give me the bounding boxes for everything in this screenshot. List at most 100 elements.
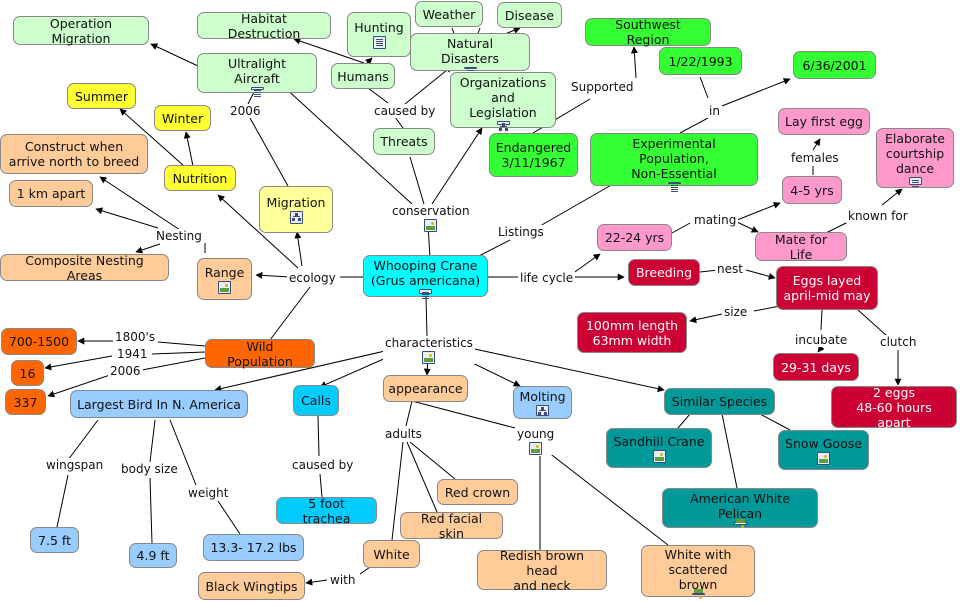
- egg-size-node[interactable]: 100mm length 63mm width: [577, 312, 687, 353]
- threats-node[interactable]: Threats: [373, 128, 435, 155]
- concept-map-icon[interactable]: [289, 211, 303, 224]
- experimental-population-text: Experimental Population, Non-Essential: [631, 135, 717, 181]
- molting-node[interactable]: Molting: [513, 386, 572, 419]
- nutrition-text: Nutrition: [172, 170, 228, 186]
- eggs-layed-node[interactable]: Eggs layed april-mid may: [776, 266, 878, 310]
- link-label-2006: 2006: [108, 364, 143, 378]
- incubate-days-text: 29-31 days: [781, 359, 851, 375]
- document-icon[interactable]: [908, 177, 922, 185]
- population-700-node[interactable]: 700-1500: [1, 328, 77, 355]
- southwest-region-text: Southwest Region: [615, 17, 681, 47]
- date-2001-text: 6/36/2001: [802, 57, 867, 73]
- concept-map-icon[interactable]: [496, 121, 510, 127]
- ultralight-aircraft-text: Ultralight Aircraft: [227, 56, 287, 86]
- weather-node[interactable]: Weather: [415, 1, 483, 27]
- threats-text: Threats: [380, 134, 428, 149]
- image-icon[interactable]: [733, 519, 747, 528]
- population-700-text: 700-1500: [8, 334, 70, 349]
- trachea-text: 5 foot trachea: [302, 495, 351, 526]
- summer-node[interactable]: Summer: [67, 83, 136, 109]
- document-icon[interactable]: [372, 36, 386, 49]
- concept-map-icon[interactable]: [536, 405, 549, 416]
- similar-species-node[interactable]: Similar Species: [664, 388, 775, 415]
- operation-migration-node[interactable]: Operation Migration: [13, 16, 149, 46]
- document-icon[interactable]: [463, 66, 477, 71]
- nutrition-node[interactable]: Nutrition: [164, 165, 236, 191]
- courtship-dance-text: Elaborate courtship dance: [884, 131, 945, 176]
- disease-text: Disease: [504, 7, 555, 23]
- wild-population-node[interactable]: Wild Population: [205, 339, 315, 369]
- image-icon[interactable]: [422, 351, 436, 364]
- sandhill-crane-node[interactable]: Sandhill Crane: [606, 428, 712, 468]
- largest-bird-node[interactable]: Largest Bird In N. America: [70, 390, 248, 418]
- link-label-with: with: [328, 573, 358, 587]
- image-icon[interactable]: [218, 280, 231, 294]
- habitat-destruction-node[interactable]: Habitat Destruction: [197, 11, 331, 41]
- image-icon[interactable]: [691, 589, 705, 599]
- age-22-24-text: 22-24 yrs: [604, 230, 665, 245]
- breeding-node[interactable]: Breeding: [628, 259, 700, 286]
- link-label-females: females: [789, 151, 841, 165]
- population-16-node[interactable]: 16: [11, 360, 44, 386]
- image-icon[interactable]: [652, 449, 666, 463]
- calls-node[interactable]: Calls: [293, 385, 339, 416]
- disease-node[interactable]: Disease: [497, 2, 562, 28]
- image-icon[interactable]: [529, 442, 543, 455]
- age-4-5-node[interactable]: 4-5 yrs: [782, 176, 842, 204]
- experimental-population-node[interactable]: Experimental Population, Non-Essential: [590, 133, 758, 186]
- redish-brown-node[interactable]: Redish brown head and neck: [477, 548, 607, 593]
- incubate-days-node[interactable]: 29-31 days: [773, 353, 859, 381]
- courtship-dance-node[interactable]: Elaborate courtship dance: [876, 128, 954, 188]
- date-2001-node[interactable]: 6/36/2001: [793, 51, 876, 79]
- clutch-eggs-node[interactable]: 2 eggs 48-60 hours apart: [831, 385, 957, 430]
- southwest-region-node[interactable]: Southwest Region: [585, 17, 711, 47]
- document-icon[interactable]: [250, 87, 264, 91]
- body-size-value-node[interactable]: 4.9 ft: [129, 543, 177, 568]
- link-label-mating: mating: [692, 213, 739, 227]
- endangered-node[interactable]: Endangered 3/11/1967: [489, 133, 578, 177]
- link-label-caused-by-bottom: caused by: [290, 458, 356, 472]
- black-wingtips-node[interactable]: Black Wingtips: [198, 572, 305, 600]
- document-icon[interactable]: [419, 289, 432, 294]
- mate-for-life-node[interactable]: Mate for Life: [755, 232, 847, 262]
- molting-text: Molting: [519, 389, 566, 404]
- red-facial-skin-node[interactable]: Red facial skin: [400, 511, 503, 541]
- link-label-body-size: body size: [119, 462, 180, 476]
- link-label-size: size: [722, 305, 750, 319]
- link-label-incubate: incubate: [793, 333, 850, 347]
- migration-node[interactable]: Migration: [259, 186, 333, 233]
- natural-disasters-node[interactable]: Natural Disasters: [410, 33, 530, 71]
- ultralight-aircraft-node[interactable]: Ultralight Aircraft: [197, 53, 317, 93]
- km-apart-node[interactable]: 1 km apart: [9, 180, 93, 207]
- construct-nest-node[interactable]: Construct when arrive north to breed: [0, 134, 148, 174]
- date-1993-text: 1/22/1993: [668, 53, 733, 69]
- range-node[interactable]: Range: [197, 258, 252, 300]
- red-crown-node[interactable]: Red crown: [437, 479, 518, 505]
- whooping-crane-central-node[interactable]: Whooping Crane (Grus americana): [363, 255, 488, 297]
- similar-species-text: Similar Species: [671, 394, 768, 409]
- link-label-1800s: 1800's: [113, 330, 158, 344]
- image-icon[interactable]: [817, 451, 830, 465]
- trachea-node[interactable]: 5 foot trachea: [276, 495, 377, 526]
- snow-goose-node[interactable]: Snow Goose: [778, 430, 869, 470]
- document-icon[interactable]: [667, 181, 681, 186]
- white-node[interactable]: White: [363, 540, 420, 568]
- link-label-wingspan: wingspan: [44, 458, 106, 472]
- lay-first-egg-node[interactable]: Lay first egg: [778, 108, 870, 135]
- calls-text: Calls: [301, 393, 331, 408]
- age-22-24-node[interactable]: 22-24 yrs: [597, 224, 672, 251]
- wingspan-value-node[interactable]: 7.5 ft: [30, 527, 79, 553]
- winter-node[interactable]: Winter: [154, 105, 211, 131]
- population-337-node[interactable]: 337: [5, 389, 46, 415]
- date-1993-node[interactable]: 1/22/1993: [659, 47, 742, 75]
- appearance-node[interactable]: appearance: [383, 375, 468, 402]
- image-icon[interactable]: [424, 219, 438, 232]
- white-pelican-node[interactable]: American White Pelican: [662, 488, 818, 528]
- white-scattered-brown-node[interactable]: White with scattered brown: [641, 545, 755, 599]
- composite-nesting-node[interactable]: Composite Nesting Areas: [0, 253, 169, 283]
- organizations-node[interactable]: Organizations and Legislation: [450, 72, 556, 128]
- humans-node[interactable]: Humans: [331, 63, 395, 89]
- hunting-node[interactable]: Hunting: [347, 12, 411, 57]
- weight-value-node[interactable]: 13.3- 17.2 lbs: [203, 534, 304, 561]
- organizations-text: Organizations and Legislation: [459, 75, 547, 120]
